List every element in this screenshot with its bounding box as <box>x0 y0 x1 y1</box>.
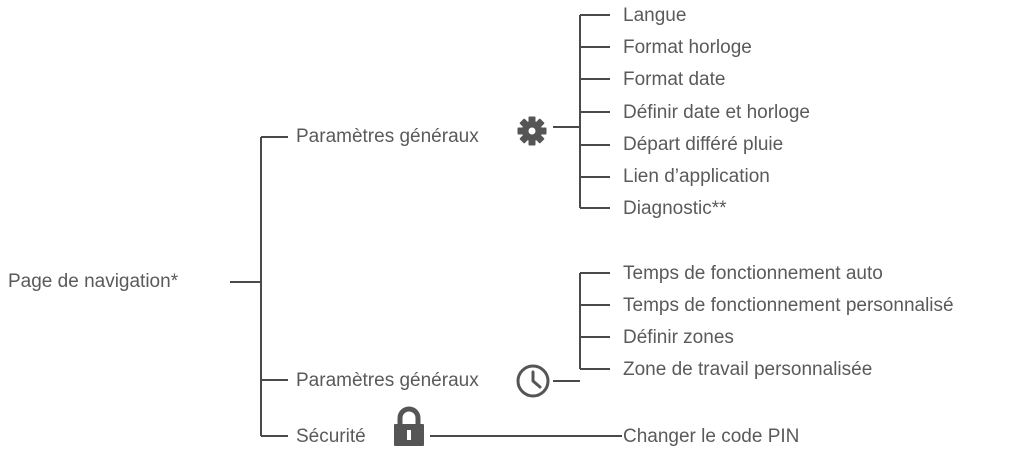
child-date-format: Format date <box>623 69 726 90</box>
child-change-pin: Changer le code PIN <box>623 426 800 447</box>
child-set-zones: Définir zones <box>623 327 734 348</box>
child-set-date-clock: Définir date et horloge <box>623 102 810 123</box>
branch-general-settings-label: Paramètres généraux <box>296 126 479 147</box>
child-custom-runtime: Temps de fonctionnement personnalisé <box>623 295 954 316</box>
child-custom-work-zone: Zone de travail personnalisée <box>623 359 873 380</box>
clock-icon <box>516 364 550 398</box>
child-clock-format: Format horloge <box>623 37 752 58</box>
lock-icon <box>394 406 424 446</box>
child-rain-delay: Départ différé pluie <box>623 134 784 155</box>
branch-security-label: Sécurité <box>296 426 366 447</box>
child-language: Langue <box>623 5 687 26</box>
child-diagnostic: Diagnostic** <box>623 198 727 219</box>
root-node: Page de navigation* <box>8 271 179 292</box>
branch-general-settings-clock-label: Paramètres généraux <box>296 370 479 391</box>
gear-icon <box>517 116 547 146</box>
child-app-link: Lien d’application <box>623 166 770 187</box>
child-auto-runtime: Temps de fonctionnement auto <box>623 263 883 284</box>
